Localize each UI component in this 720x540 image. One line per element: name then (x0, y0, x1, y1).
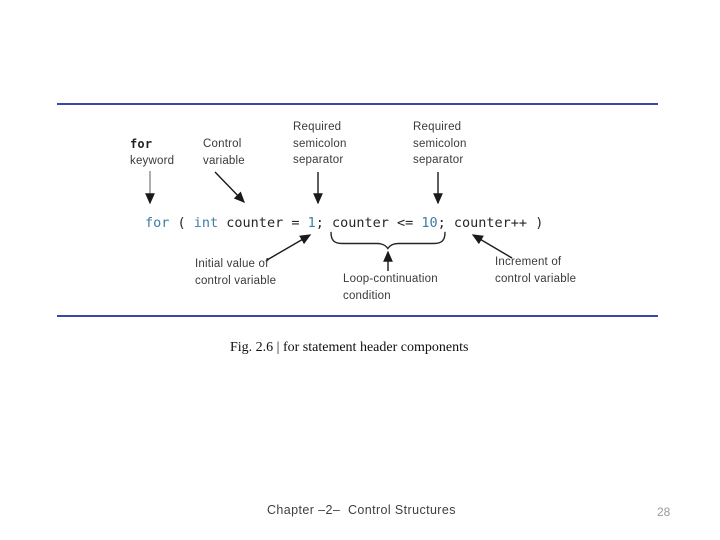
footer-chapter-title: Chapter –2– Control Structures (267, 503, 456, 517)
label-line: Required (293, 121, 342, 133)
label-increment: Increment of control variable (495, 254, 576, 287)
label-line: keyword (130, 154, 175, 167)
label-initial-value: Initial value of control variable (195, 256, 276, 289)
figure-top-rule (57, 103, 658, 105)
code-token: 1 (307, 215, 316, 231)
figure-bottom-rule (57, 315, 658, 317)
code-token: ; (315, 215, 332, 231)
label-line: semicolon (413, 137, 467, 150)
label-line: Initial value of (195, 258, 269, 270)
label-for-keyword: for keyword (130, 136, 174, 169)
code-token: counter = (218, 215, 308, 231)
for-statement-code: for ( int counter = 1; counter <= 10; co… (145, 215, 543, 231)
label-line: for (130, 137, 153, 151)
code-token: int (193, 215, 219, 231)
label-line: control variable (195, 274, 277, 287)
figure-caption: Fig. 2.6 | for statement header componen… (230, 340, 469, 355)
label-line: Loop-continuation (343, 273, 438, 285)
label-line: separator (293, 154, 344, 166)
label-required-semicolon-2: Required semicolon separator (413, 119, 467, 169)
label-loop-continuation: Loop-continuation condition (343, 271, 438, 304)
code-token: 10 (421, 215, 438, 231)
label-line: control variable (495, 272, 577, 285)
arrow-control-variable (214, 171, 245, 204)
label-line: semicolon (293, 137, 347, 150)
code-token: ( (169, 215, 194, 231)
code-token: ; counter++ ) (437, 215, 544, 231)
code-token: for (145, 215, 170, 231)
label-line: Increment of (495, 256, 562, 268)
label-line: separator (413, 154, 464, 166)
label-line: Control (203, 138, 242, 150)
label-control-variable: Control variable (203, 136, 245, 169)
underbrace-loop-condition (330, 231, 446, 250)
code-token: counter <= (331, 215, 422, 231)
label-line: condition (343, 289, 391, 302)
label-line: variable (203, 154, 245, 167)
label-line: Required (413, 121, 462, 133)
page-number: 28 (657, 505, 671, 519)
label-required-semicolon-1: Required semicolon separator (293, 119, 347, 169)
